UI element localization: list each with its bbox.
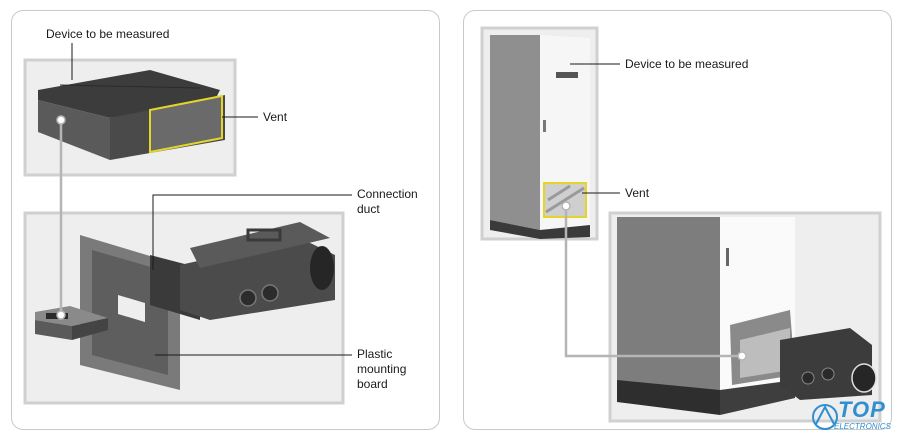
label-vent-right: Vent	[625, 186, 650, 200]
label-plastic-board-line1: Plastic	[357, 347, 393, 361]
cabinet-illustration	[490, 35, 590, 239]
cabinet-closeup-illustration	[617, 217, 877, 415]
leader-connection-duct	[152, 194, 352, 270]
connection-duct-illustration	[150, 222, 335, 320]
label-vent-left: Vent	[263, 110, 288, 124]
label-device-to-be-measured-right: Device to be measured	[625, 57, 749, 71]
logo-mark-icon	[812, 404, 838, 430]
label-plastic-board-line3: board	[357, 377, 388, 391]
logo-main-text: TOP	[838, 397, 886, 422]
rack-device-illustration	[38, 70, 225, 160]
label-plastic-board-line2: mounting	[357, 362, 407, 376]
label-connection-duct-line1: Connection	[357, 187, 418, 201]
logo-sub-text: ELECTRONICS	[834, 422, 891, 431]
label-device-to-be-measured-left: Device to be measured	[46, 27, 170, 41]
vent-highlight-left	[149, 94, 223, 154]
top-electronics-logo: TOP ELECTRONICS	[812, 397, 896, 435]
connector-line-right	[564, 206, 742, 358]
label-connection-duct-line2: duct	[357, 202, 380, 216]
